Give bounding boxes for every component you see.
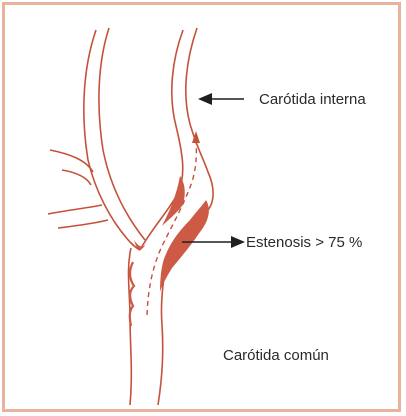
plaque-upper [162, 176, 185, 226]
external-carotid-outer-wall [84, 30, 140, 250]
stenosis-arrowhead [231, 236, 245, 248]
plaque-wall-left [130, 262, 134, 326]
branch-upper-inner [62, 170, 91, 185]
plaque-main [160, 200, 209, 292]
internal-carotid-right-wall [186, 28, 213, 212]
common-carotid-label: Carótida común [223, 348, 329, 363]
branch-lower-outer [48, 205, 102, 214]
internal-carotid-label: Carótida interna [259, 92, 366, 107]
branch-lower-inner [58, 220, 108, 228]
internal-carotid-arrowhead [198, 93, 212, 105]
stenosis-label: Estenosis > 75 % [246, 235, 362, 250]
